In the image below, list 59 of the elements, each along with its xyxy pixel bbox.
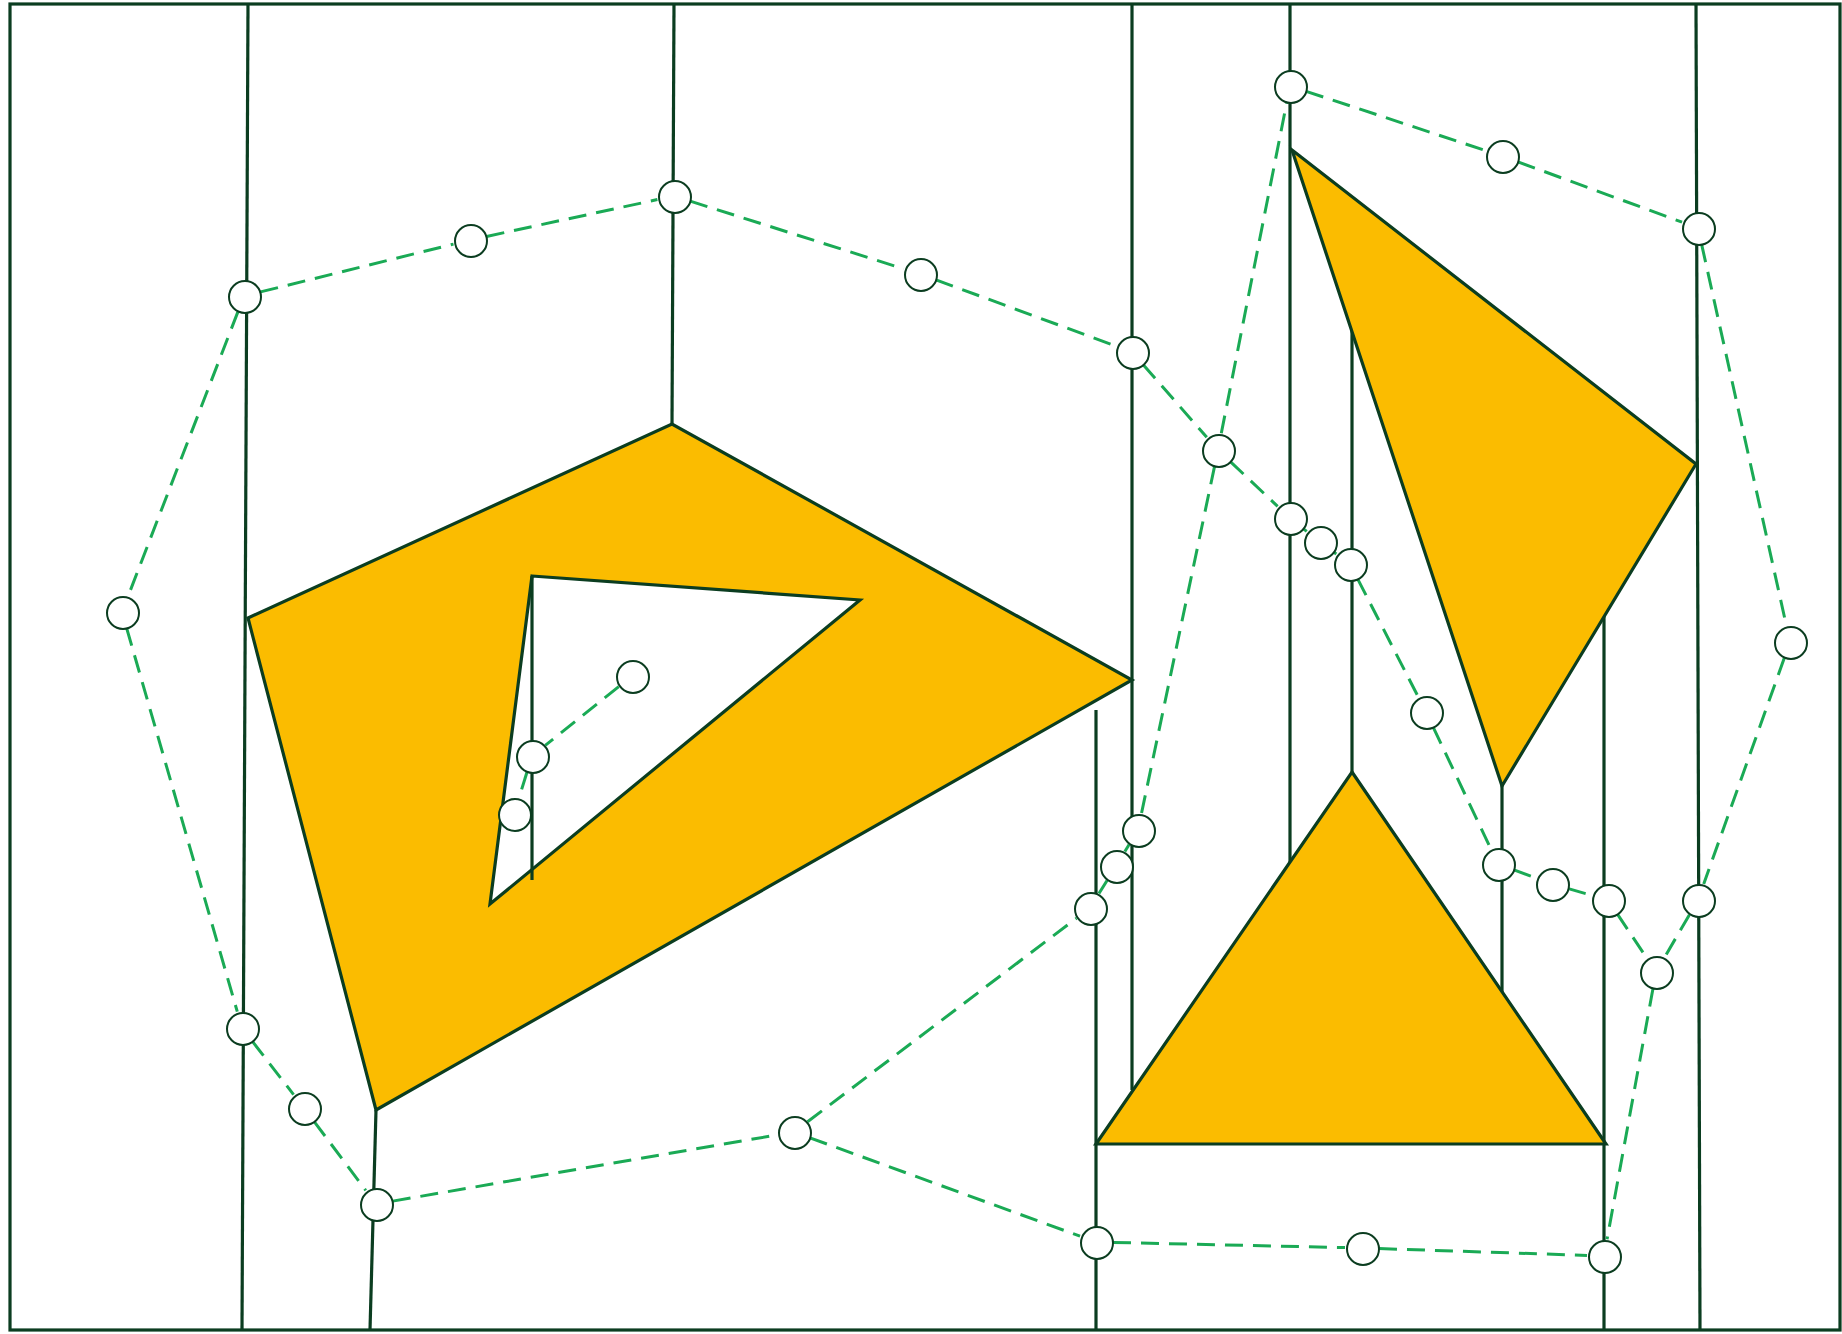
waypoint-circle xyxy=(1303,525,1337,559)
waypoint-circle xyxy=(225,1011,259,1045)
waypoint-circle xyxy=(227,279,261,313)
waypoint-circle xyxy=(1591,883,1625,917)
dashed-path-line xyxy=(1517,160,1683,224)
dashed-path-line xyxy=(1123,843,1131,853)
dashed-path-line xyxy=(1513,868,1537,880)
dashed-path-line xyxy=(260,242,454,294)
dashed-path-line xyxy=(1616,913,1648,959)
dashed-path-line xyxy=(1229,460,1279,508)
dashed-path-line xyxy=(806,917,1078,1123)
dashed-path-line xyxy=(1702,657,1786,885)
waypoint-circle xyxy=(1273,69,1307,103)
waypoint-circle xyxy=(1073,891,1107,925)
waypoint-circle xyxy=(903,257,937,291)
waypoint-circle xyxy=(1639,955,1673,989)
waypoint-circle xyxy=(1773,625,1807,659)
dashed-path-line xyxy=(1356,578,1420,698)
waypoint-circle xyxy=(1079,1225,1113,1259)
dashed-path-line xyxy=(1305,89,1487,153)
waypoint-circle xyxy=(1681,211,1715,245)
waypoint-circle xyxy=(1485,139,1519,173)
dashed-path-line xyxy=(1140,466,1216,814)
dashed-path-line xyxy=(544,685,620,747)
waypoint-circle xyxy=(1273,501,1307,535)
dashed-path-line xyxy=(1332,550,1338,556)
dashed-path-line xyxy=(1663,913,1691,959)
waypoint-circle xyxy=(1587,1239,1621,1273)
dashed-path-line xyxy=(313,1120,367,1192)
dashed-path-line xyxy=(486,198,658,238)
dashed-path-line xyxy=(1378,1247,1588,1257)
waypoint-circle xyxy=(287,1091,321,1125)
dashed-path-line xyxy=(935,278,1117,348)
waypoint-circle xyxy=(1345,1231,1379,1265)
waypoint-circle xyxy=(453,223,487,257)
dashed-path-line xyxy=(125,627,239,1013)
waypoint-circle xyxy=(1115,335,1149,369)
waypoint-circle xyxy=(1409,695,1443,729)
waypoint-circle xyxy=(1535,867,1569,901)
dashed-path-line xyxy=(1302,527,1308,533)
waypoint-circle xyxy=(1481,847,1515,881)
waypoint-circle xyxy=(615,659,649,693)
waypoint-circle xyxy=(1121,813,1155,847)
dashed-path-line xyxy=(1142,363,1208,439)
waypoint-circle xyxy=(1333,547,1367,581)
waypoint-circle xyxy=(105,595,139,629)
dashed-path-line xyxy=(251,1040,295,1096)
waypoint-circle xyxy=(1099,849,1133,883)
waypoint-circle xyxy=(515,739,549,773)
waypoint-circle xyxy=(1681,883,1715,917)
dashed-path-line xyxy=(1605,988,1655,1240)
waypoint-circle xyxy=(359,1187,393,1221)
dashed-path-line xyxy=(1097,879,1109,895)
dashed-path-line xyxy=(1112,1240,1346,1250)
dashed-path-line xyxy=(1431,726,1493,850)
waypoint-circle xyxy=(777,1115,811,1149)
waypoint-circle xyxy=(657,179,691,213)
waypoint-circle xyxy=(1201,433,1235,467)
dashed-path-line xyxy=(809,1136,1081,1238)
